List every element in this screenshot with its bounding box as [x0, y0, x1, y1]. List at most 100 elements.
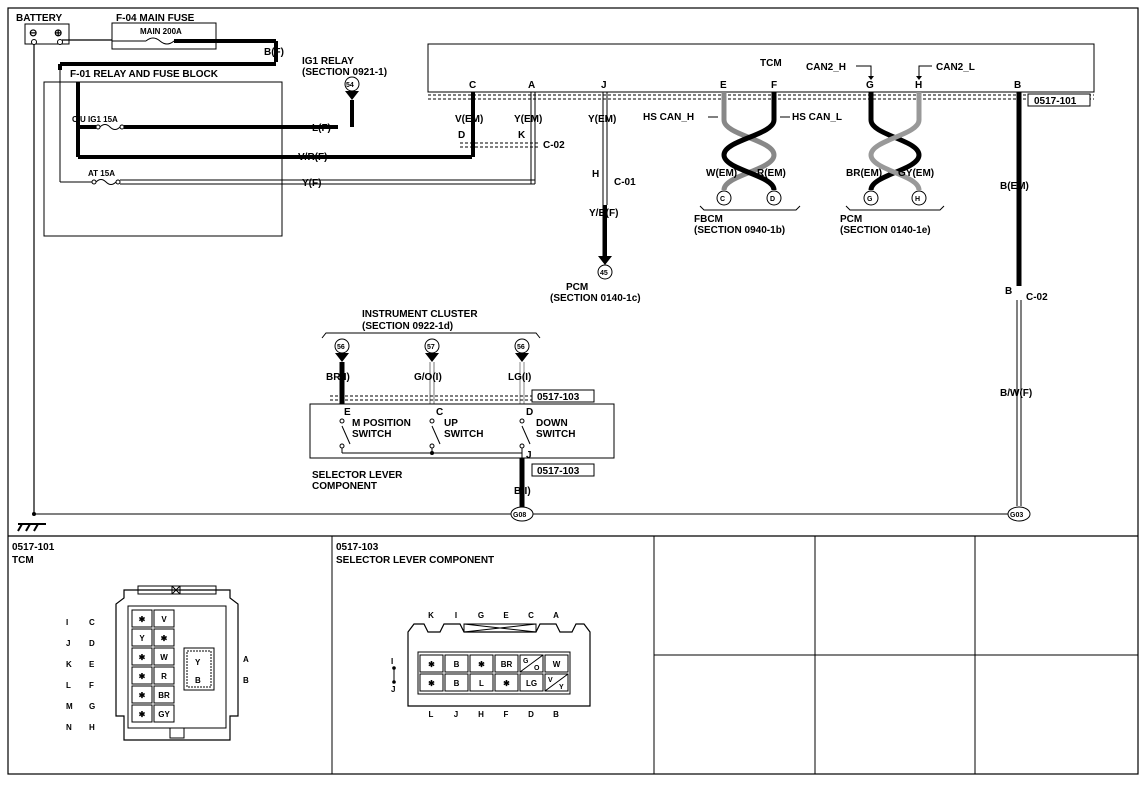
sel-top-pin: A: [553, 611, 559, 620]
sel-bottom-pin: L: [429, 710, 434, 719]
sel-cell-label: B: [454, 660, 460, 669]
sel-cell: [494, 654, 519, 673]
relay-block-title: F-01 RELAY AND FUSE BLOCK: [70, 69, 219, 80]
joint-d: D: [458, 130, 465, 141]
sel-cell-label: V: [548, 677, 553, 684]
tcm-cell: [131, 628, 153, 647]
sel-bottom-pin: F: [504, 710, 509, 719]
tcm-cell: [131, 666, 153, 685]
tcm-cell-label: GY: [158, 710, 170, 719]
tcm-cell-label: R: [161, 672, 167, 681]
wire-pin-g: [868, 92, 922, 191]
sel-top-pin: G: [478, 611, 484, 620]
selector-conn-tag2: [531, 463, 595, 477]
cluster-conn-56a-num: 56: [337, 344, 345, 351]
tcm-left-pin: E: [89, 660, 95, 669]
joint-b: B: [1005, 286, 1012, 297]
tcm-pin-a: A: [528, 80, 535, 91]
tcm-cell: [153, 704, 175, 723]
tcm-cell-label: ✱: [139, 672, 146, 681]
sel-cell-label: ✱: [503, 679, 510, 688]
joint-k: K: [518, 130, 526, 141]
panel2-id: 0517-103: [336, 542, 379, 553]
tcm-cell-label: ✱: [139, 710, 146, 719]
fuse1-label: C/U IG1 15A: [72, 115, 118, 124]
tcm-can-l: CAN2_L: [936, 62, 975, 73]
ground-g08-label: G08: [513, 512, 526, 519]
tcm-cell-label: ✱: [139, 615, 146, 624]
tcm-pin-c: C: [469, 80, 476, 91]
tcm-pin-g: G: [866, 80, 874, 91]
tcm-cell-label: Y: [139, 634, 145, 643]
tcm-cell: [153, 609, 175, 628]
m-position-label2: SWITCH: [352, 429, 391, 440]
tcm-right-b: B: [243, 676, 249, 685]
sel-bottom-pin: H: [478, 710, 484, 719]
sel-cell-label: ✱: [428, 660, 435, 669]
sel-cell-label: Y: [559, 684, 564, 691]
pcm1-pin-h: [911, 190, 927, 206]
wire-y-b-f: Y/B(F): [589, 208, 618, 219]
sel-cell: [544, 654, 569, 673]
sel-cell-label: G: [523, 658, 529, 665]
sel-top-pin: C: [528, 611, 534, 620]
ig1-connector-num: 54: [346, 82, 354, 89]
sel-cell-label: ✱: [478, 660, 485, 669]
cluster-conn-57-num: 57: [427, 344, 435, 351]
tcm-left-pin: K: [66, 660, 72, 669]
tcm-left-pin: F: [89, 681, 94, 690]
sel-cell: [469, 673, 494, 692]
pcm2-section: (SECTION 0140-1c): [550, 293, 641, 304]
sel-cell: [419, 673, 444, 692]
sel-cell-label: B: [454, 679, 460, 688]
sel-cell-split: [544, 673, 569, 692]
tcm-cell-label: W: [160, 653, 168, 662]
sel-cell: [519, 673, 544, 692]
sel-cell-label: L: [479, 679, 484, 688]
wire-r-em: R(EM): [757, 168, 786, 179]
tcm-connector-tag: [1027, 93, 1091, 107]
cluster-section: (SECTION 0922-1d): [362, 321, 453, 332]
pcm1-pin-g: [863, 190, 879, 206]
wire-gy-em: GY(EM): [898, 168, 934, 179]
tcm-left-pin: N: [66, 723, 72, 732]
main-fuse-title: F-04 MAIN FUSE: [116, 13, 195, 24]
ig1-relay-title: IG1 RELAY: [302, 56, 354, 67]
selector-pin-c: C: [436, 407, 443, 418]
battery-label: BATTERY: [16, 13, 62, 24]
wire-y-em-a: Y(EM): [514, 114, 542, 125]
tcm-cell: [131, 647, 153, 666]
tcm-box: [427, 43, 1095, 93]
pcm1-pin-h-label: H: [915, 196, 920, 203]
tcm-extra-b: B: [195, 676, 201, 685]
fbcm-title: FBCM: [694, 214, 723, 225]
pcm1-pin-g-label: G: [867, 196, 873, 203]
joint-c01: C-01: [614, 177, 636, 188]
tcm-connector-face: ✱VY✱✱W✱R✱BR✱GY: [115, 585, 239, 741]
chassis-ground-icon: [17, 523, 46, 532]
m-position-label1: M POSITION: [352, 418, 411, 429]
main-fuse-wire: B(F): [264, 47, 284, 58]
tcm-left-pin: M: [66, 702, 73, 711]
wire-v-r-f: V/R(F): [298, 152, 327, 163]
tcm-pin-e: E: [720, 80, 727, 91]
wire-b-em: B(EM): [1000, 181, 1029, 192]
tcm-cell: [153, 666, 175, 685]
ground-g03: [1007, 506, 1031, 522]
sel-cell-split: [519, 654, 544, 673]
wire-br-em: BR(EM): [846, 168, 882, 179]
hs-can-h-label: HS CAN_H: [643, 112, 694, 123]
pcm1-title: PCM: [840, 214, 862, 225]
selector-pin-d: D: [526, 407, 533, 418]
wire-pin-h: [868, 92, 922, 191]
tcm-can-h: CAN2_H: [806, 62, 846, 73]
tcm-connector-id: 0517-101: [1034, 96, 1077, 107]
fbcm-pin-d-label: D: [770, 196, 775, 203]
selector-box: [309, 403, 615, 459]
tcm-left-pin: J: [66, 639, 70, 648]
tcm-left-pin: H: [89, 723, 95, 732]
panel2-name: SELECTOR LEVER COMPONENT: [336, 555, 494, 566]
ground-g08: [510, 506, 534, 522]
hs-can-l-label: HS CAN_L: [792, 112, 842, 123]
